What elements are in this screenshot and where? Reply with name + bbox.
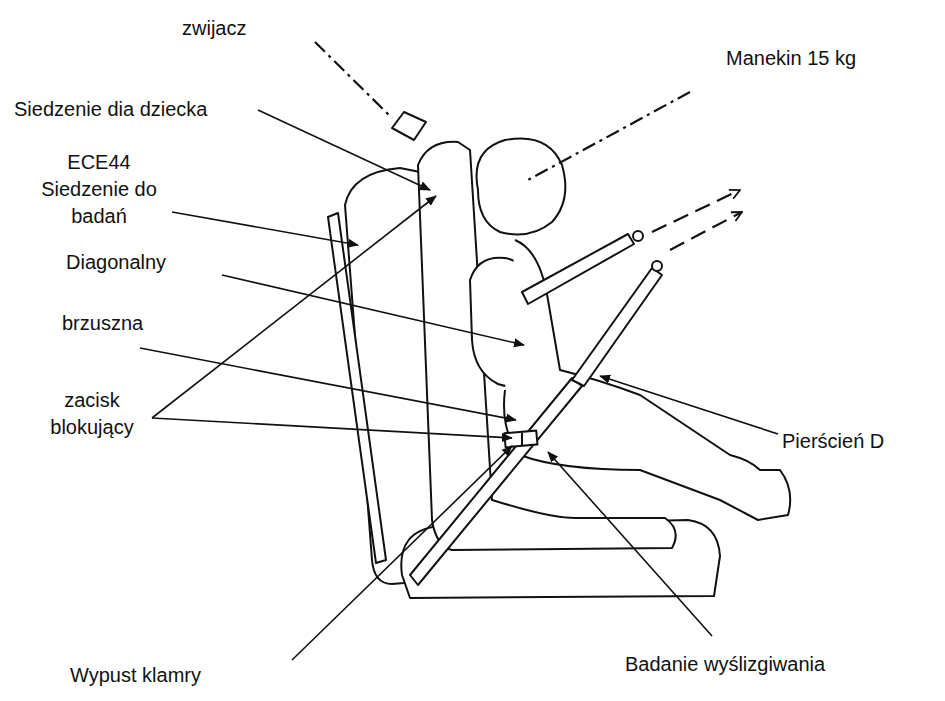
part-label: brzuszna [60,310,145,337]
part-label: ECE44 Siedzenie do badań [30,149,168,230]
part-label: Wypust klamry [68,662,203,689]
part-label: Badanie wyślizgiwania [623,651,827,678]
part-label: Pierścień D [780,428,886,455]
belt-dash-lines [315,42,742,250]
part-label: Manekin 15 kg [724,45,858,72]
part-label: zwijacz [180,15,248,42]
part-label: zacisk blokujący [33,387,151,441]
leader-lines [140,110,778,660]
seat-drawing [328,112,790,598]
part-label: Siedzenie dia dziecka [12,96,209,123]
part-label: Diagonalny [64,249,168,276]
